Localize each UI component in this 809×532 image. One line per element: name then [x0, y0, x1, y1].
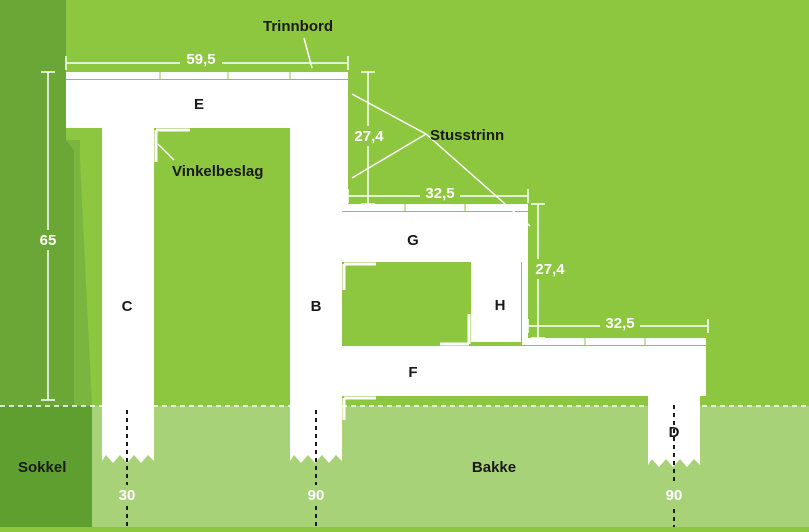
- tread-lower: [522, 338, 706, 345]
- riser-lower: [700, 346, 706, 396]
- dim-riser-lower: 27,4: [535, 261, 565, 278]
- angle-bracket: [154, 128, 190, 162]
- beam-e: [66, 80, 342, 128]
- part-label-g: G: [407, 232, 419, 249]
- dim-total-height: 65: [40, 232, 57, 249]
- callout-line-trinnbord: [303, 37, 313, 69]
- label-trinnbord: Trinnbord: [263, 18, 333, 35]
- depth-post-b: 90: [308, 487, 325, 504]
- sokkel-wall: [0, 406, 92, 527]
- depth-post-c: 30: [119, 487, 136, 504]
- dim-label-bg: [600, 313, 640, 333]
- wall: [0, 0, 74, 406]
- label-sokkel: Sokkel: [18, 459, 66, 476]
- dim-label-bg: [420, 183, 460, 203]
- dim-step-lower: 32,5: [605, 315, 634, 332]
- part-label-h: H: [495, 297, 506, 314]
- callout-line-vinkelbeslag: [157, 143, 175, 161]
- tread-middle: [342, 204, 528, 211]
- dim-riser-upper: 27,4: [354, 128, 384, 145]
- label-vinkelbeslag: Vinkelbeslag: [172, 163, 263, 180]
- beam-f: [342, 346, 700, 396]
- dim-tread-width: 59,5: [186, 51, 215, 68]
- post-h: [471, 262, 521, 342]
- tread-top: [66, 72, 348, 79]
- callout-line-stusstrinn: [351, 133, 427, 179]
- dim-label-bg: [180, 50, 222, 70]
- angle-bracket: [440, 314, 471, 346]
- dim-label-bg: [530, 259, 570, 279]
- angle-bracket: [342, 396, 376, 420]
- dim-label-bg: [34, 230, 62, 250]
- part-label-c: C: [122, 298, 133, 315]
- post-b: [290, 128, 342, 463]
- callout-line-stusstrinn: [351, 93, 427, 135]
- depth-post-d: 90: [666, 487, 683, 504]
- riser-upper: [342, 80, 348, 204]
- part-label-e: E: [194, 96, 204, 113]
- depth-label-bg: [660, 485, 688, 505]
- post-c: [102, 128, 154, 463]
- callout-line-stusstrinn: [425, 133, 531, 227]
- dim-label-bg: [350, 126, 388, 146]
- wall-shade: [66, 140, 92, 406]
- label-bakke: Bakke: [472, 459, 516, 476]
- depth-label-bg: [113, 485, 141, 505]
- label-stusstrinn: Stusstrinn: [430, 127, 504, 144]
- dim-step-middle: 32,5: [425, 185, 454, 202]
- part-label-b: B: [311, 298, 322, 315]
- depth-label-bg: [302, 485, 330, 505]
- beam-g: [342, 212, 522, 262]
- riser-middle: [522, 212, 528, 338]
- angle-bracket: [342, 262, 376, 290]
- part-label-f: F: [408, 364, 417, 381]
